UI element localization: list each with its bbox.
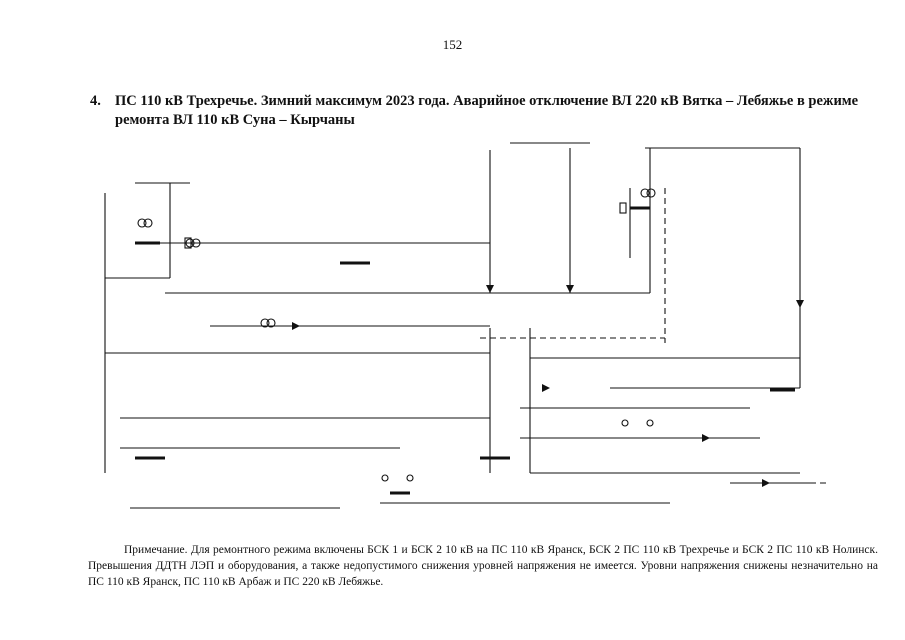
- section-number: 4.: [90, 93, 101, 109]
- page-number: 152: [442, 37, 463, 52]
- diagram-equipment: [137, 188, 656, 482]
- section-heading: 4. ПС 110 кВ Трехречье. Зимний максимум …: [90, 92, 860, 130]
- diagram-buses: [135, 206, 795, 495]
- diagram-dashed-lines: [480, 188, 830, 484]
- diagram-lines: [104, 142, 810, 509]
- network-diagram: [104, 142, 830, 509]
- diagram-arrows: [292, 285, 804, 487]
- note-paragraph: Примечание. Для ремонтного режима включе…: [88, 544, 878, 588]
- section-title: ПС 110 кВ Трехречье. Зимний максимум 202…: [115, 93, 859, 128]
